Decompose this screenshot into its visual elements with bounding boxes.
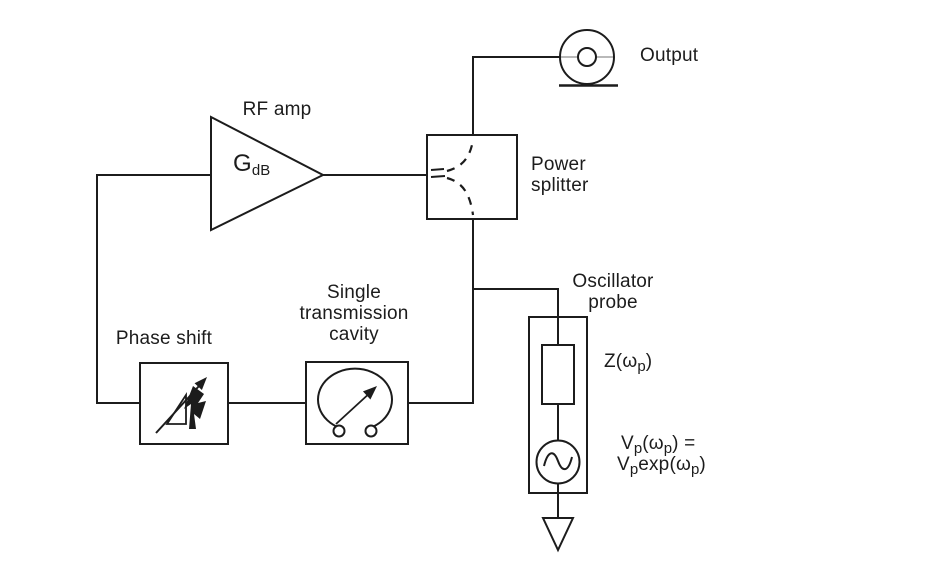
v2-s1: p [629, 461, 639, 478]
cavity-label-line3: cavity [329, 324, 379, 345]
probe-impedance-icon [541, 344, 575, 405]
v1-s1: p [633, 440, 643, 457]
probe-branch-wire [473, 288, 559, 345]
v1-p1: V [621, 433, 634, 454]
ac-source-icon [535, 439, 581, 485]
circuit-wires [96, 56, 560, 518]
cavity-label-line1: Single [326, 282, 382, 303]
impedance-sub: p [637, 358, 646, 375]
impedance-pre: Z(ω [604, 351, 638, 372]
splitter-to-output-wire [472, 56, 560, 135]
power-splitter-label-line1: Power [531, 154, 586, 175]
probe-tip-icon [541, 517, 575, 553]
v1-p2: (ω [642, 433, 664, 454]
phase-shift-label: Phase shift [115, 328, 213, 349]
probe-voltage-label-line1: Vp(ωp) = [621, 433, 695, 459]
oscillator-probe-label-line1: Oscillator [572, 271, 654, 292]
v1-s2: p [663, 440, 673, 457]
cavity-meter-icon [317, 367, 393, 438]
impedance-post: ) [645, 351, 653, 372]
v1-p3: ) = [672, 433, 696, 454]
splitter-to-cavity-wire [408, 219, 474, 404]
cavity-label-line2: transmission [299, 303, 409, 324]
cavity-label: Single transmission cavity [299, 282, 408, 345]
gain-base: G [233, 150, 252, 177]
oscillator-probe-label-line2: probe [588, 292, 638, 313]
v2-s2: p [691, 461, 700, 478]
v2-p3: ) [699, 454, 706, 475]
rf-amp-label: RF amp [242, 99, 312, 120]
power-splitter-split-icon [430, 139, 475, 216]
v2-p1: V [617, 454, 630, 475]
gain-subscript: dB [251, 162, 271, 179]
power-splitter-label: Power splitter [531, 154, 589, 196]
coax-connector-icon [559, 29, 618, 87]
phase-shifter-icon [155, 377, 207, 434]
v2-p2: exp(ω [638, 454, 692, 475]
impedance-label: Z(ωp) [604, 351, 652, 377]
feedback-loop-wire [96, 174, 211, 404]
gain-label: GdB [233, 150, 271, 181]
amplifier-triangle-icon [210, 115, 326, 232]
power-splitter-label-line2: splitter [531, 175, 589, 196]
oscillator-probe-label: Oscillator probe [572, 271, 653, 313]
probe-voltage-label-line2: Vpexp(ωp) [617, 454, 706, 480]
output-label: Output [640, 45, 699, 66]
